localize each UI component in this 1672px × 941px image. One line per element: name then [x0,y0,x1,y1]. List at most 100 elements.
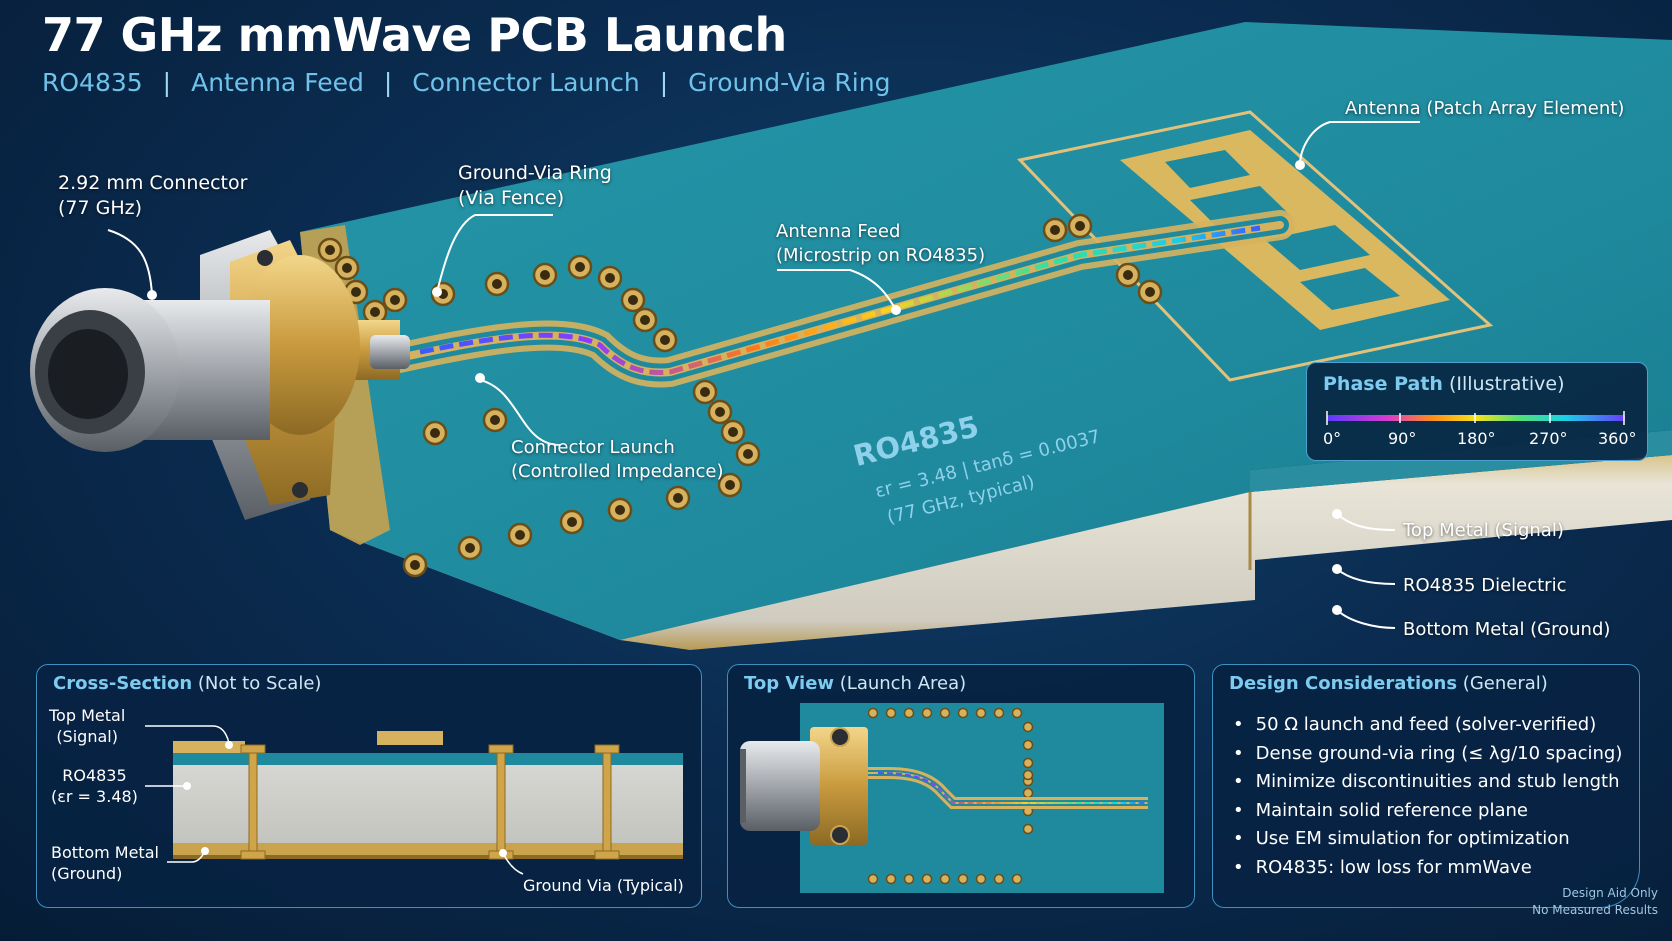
footnote: Design Aid Only No Measured Results [1532,885,1658,919]
via-hole [490,415,500,425]
via-hole [342,263,352,273]
top-view-via [1022,739,1034,751]
connector-launch-callout-line1: Connector Launch [511,437,675,458]
top-view-via [1011,873,1023,885]
subtitle: RO4835|Antenna Feed|Connector Launch|Gro… [42,68,890,97]
via-hole [700,387,710,397]
cs-dielectric-label: RO4835 (εr = 3.48) [51,765,138,807]
via-hole [492,279,502,289]
top-view-via [885,707,897,719]
phase-legend-title: Phase Path (Illustrative) [1323,373,1565,395]
cs-top-metal-label: Top Metal (Signal) [49,705,125,747]
list-item: Maintain solid reference plane [1233,797,1622,826]
via-hole [540,270,550,280]
subtitle-feed: Antenna Feed [191,68,364,97]
cs-top-metal-line2: (Signal) [56,727,118,746]
via-hole [575,262,585,272]
connector-callout-line2: (77 GHz) [58,197,143,219]
cross-section-title: Cross-Section (Not to Scale) [53,673,322,694]
cs-dielectric-line2: (εr = 3.48) [51,787,138,806]
top-view-via [939,707,951,719]
page-title: 77 GHz mmWave PCB Launch [42,8,787,62]
phase-legend: Phase Path (Illustrative) 0° 90° 180° 27… [1306,362,1648,461]
subtitle-separator: | [659,68,669,97]
subtitle-separator: | [162,68,172,97]
top-view-via [975,873,987,885]
via-hole [465,543,475,553]
via-hole [325,245,335,255]
via-hole [1123,270,1133,280]
top-view-via [975,707,987,719]
cs-bottom-metal-line1: Bottom Metal [51,843,159,862]
antenna-feed-callout-line2: (Microstrip on RO4835) [776,245,986,266]
subtitle-material: RO4835 [42,68,143,97]
via-hole [515,530,525,540]
top-view-via [939,873,951,885]
via-hole [673,493,683,503]
top-view-panel: Top View (Launch Area) [727,664,1195,908]
via-ring-callout-line1: Ground-Via Ring [458,162,612,184]
top-view-diagram [740,703,1164,893]
list-item: Dense ground-via ring (≤ λg/10 spacing) [1233,740,1623,769]
antenna-feed-callout: Antenna Feed (Microstrip on RO4835) [776,220,985,268]
cs-bottom-metal-label: Bottom Metal (Ground) [51,842,159,884]
footnote-line1: Design Aid Only [1562,886,1658,900]
antenna-feed-callout-line1: Antenna Feed [776,221,901,242]
top-view-via [1011,707,1023,719]
phase-tick: 180° [1457,429,1496,448]
cs-bottom-metal-line2: (Ground) [51,864,123,883]
via-hole [430,428,440,438]
top-view-via [1022,757,1034,769]
top-view-via [1022,721,1034,733]
list-item: Use EM simulation for optimization [1233,825,1622,854]
board-top [300,22,1672,640]
phase-tick: 360° [1598,429,1637,448]
subtitle-via-ring: Ground-Via Ring [688,68,891,97]
cs-top-metal-line1: Top Metal [49,706,126,725]
top-view-via [867,707,879,719]
design-considerations-list: 50 Ω launch and feed (solver-verified) D… [1233,711,1623,882]
top-view-via [993,873,1005,885]
microstrip-trace [375,210,1295,388]
via-hole [605,273,615,283]
phase-legend-bar [1326,411,1625,425]
connector-callout: 2.92 mm Connector (77 GHz) [58,171,247,221]
subtitle-separator: | [383,68,393,97]
footnote-line2: No Measured Results [1532,903,1658,917]
top-view-via [1022,769,1034,781]
via-hole [615,505,625,515]
design-considerations-title: Design Considerations (General) [1229,673,1548,694]
connector-launch-callout-line2: (Controlled Impedance) [511,461,724,482]
top-view-title: Top View (Launch Area) [744,673,967,694]
list-item: Minimize discontinuities and stub length [1233,768,1622,797]
top-view-via [1022,787,1034,799]
via-hole [715,407,725,417]
top-view-via [885,873,897,885]
connector-launch-callout: Connector Launch (Controlled Impedance) [511,436,724,484]
ground-via-ring [317,213,1163,578]
design-considerations-panel: Design Considerations (General) 50 Ω lau… [1212,664,1640,908]
via-hole [1145,287,1155,297]
via-hole [390,295,400,305]
via-hole [1050,225,1060,235]
phase-tick: 0° [1323,429,1342,448]
top-view-via [993,707,1005,719]
top-view-via [957,873,969,885]
via-hole [628,295,638,305]
phase-tick: 90° [1388,429,1417,448]
via-hole [410,560,420,570]
cross-section-panel: Cross-Section (Not to Scale) [36,664,702,908]
via-hole [640,315,650,325]
top-view-via [957,707,969,719]
top-view-via [921,707,933,719]
phase-tick: 270° [1529,429,1568,448]
top-metal-callout: Top Metal (Signal) [1403,520,1564,541]
top-view-via [1022,823,1034,835]
via-hole [370,307,380,317]
via-hole [743,449,753,459]
cs-ground-via-label: Ground Via (Typical) [523,876,684,895]
antenna-callout: Antenna (Patch Array Element) [1345,98,1625,119]
via-hole [351,287,361,297]
